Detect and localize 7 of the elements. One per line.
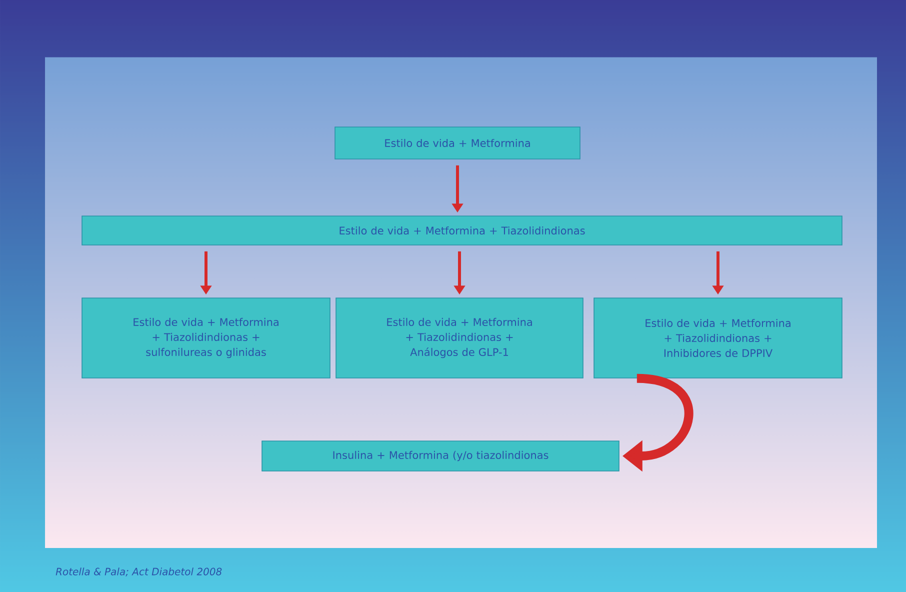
text-box: Estilo de vida + Metformina + Tiazolidindionas xyxy=(82,216,842,246)
caption: Rotella & Pala; Act Diabetol 2008 xyxy=(56,568,222,576)
text-box: Estilo de vida + Metformina xyxy=(334,126,580,160)
text-box: Estilo de vida + Metformina + Tiazolidindionas + Inhibidores de DPPIV xyxy=(594,298,842,378)
text-box: Insulina + Metformina (y/o tiazolindionas xyxy=(262,440,620,472)
text-box: Estilo de vida + Metformina + Tiazolidindionas + sulfonilureas o glinidas xyxy=(82,298,330,378)
text-box: Estilo de vida + Metformina + Tiazolidindionas + Análogos de GLP-1 xyxy=(336,298,584,378)
